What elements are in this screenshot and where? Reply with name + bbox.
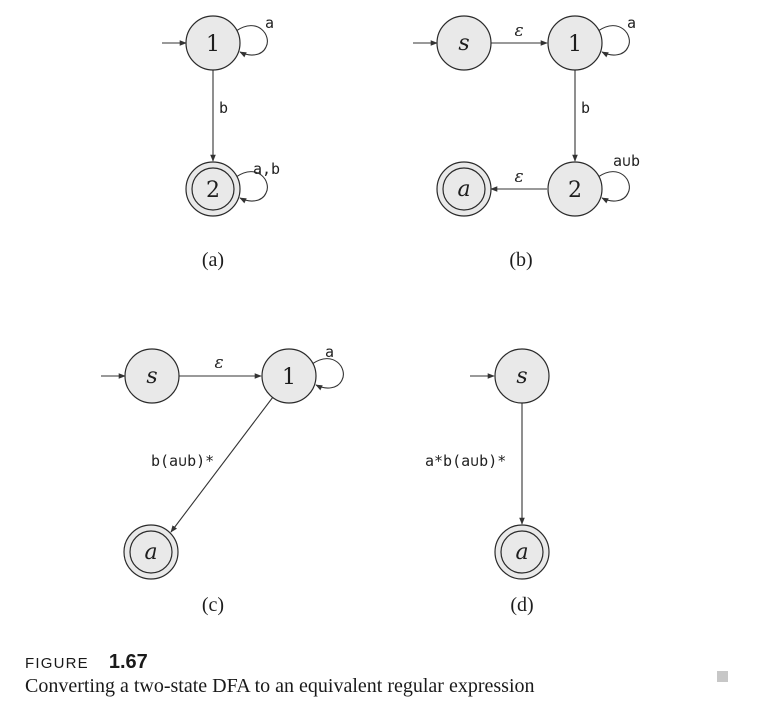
state-s xyxy=(494,348,550,404)
state-s xyxy=(436,15,492,71)
sublabel-b: (b) xyxy=(509,249,532,271)
loop-label-1: a xyxy=(265,14,274,32)
state-2-accept xyxy=(185,161,241,217)
state-a-accept xyxy=(436,161,492,217)
self-loop-1 xyxy=(235,25,268,58)
figure-description: Converting a two-state DFA to an equival… xyxy=(25,675,535,697)
state-s-label: s xyxy=(458,31,469,56)
figure-caption: FIGURE 1.67 Converting a two-state DFA t… xyxy=(25,651,535,698)
state-2 xyxy=(547,161,603,217)
edge-label-1-2: b xyxy=(219,99,228,117)
panel-d: s a a*b(a∪b)* (d) xyxy=(425,348,550,616)
state-1-label: 1 xyxy=(282,365,296,390)
end-of-figure-mark xyxy=(717,671,728,682)
loop-label-1: a xyxy=(325,343,334,361)
sublabel-c: (c) xyxy=(202,594,224,616)
state-2-label: 2 xyxy=(568,178,582,203)
self-loop-2 xyxy=(235,171,268,204)
state-a-accept xyxy=(494,524,550,580)
self-loop-1 xyxy=(311,358,344,391)
sublabel-a: (a) xyxy=(202,249,224,271)
panel-b: s 1 2 a ε a b a∪b ε (b) xyxy=(413,14,640,271)
figure-label: FIGURE xyxy=(25,655,89,672)
state-1 xyxy=(185,15,241,71)
panel-c: s 1 a ε a b(a∪b)* (c) xyxy=(101,343,344,616)
sublabel-d: (d) xyxy=(510,594,533,616)
edge-label-2-a: ε xyxy=(514,167,523,187)
loop-label-1: a xyxy=(627,14,636,32)
state-1 xyxy=(547,15,603,71)
edge-1-to-a xyxy=(170,396,274,533)
state-a-label: a xyxy=(144,540,157,565)
panel-a: 1 2 a b a,b (a) xyxy=(162,14,280,271)
edge-label-s-a: a*b(a∪b)* xyxy=(425,452,506,470)
state-a-accept xyxy=(123,524,179,580)
state-1 xyxy=(261,348,317,404)
edge-label-1-2: b xyxy=(581,99,590,117)
state-1-label: 1 xyxy=(206,32,220,57)
state-s xyxy=(124,348,180,404)
accept-ring xyxy=(500,530,544,574)
accept-ring xyxy=(191,167,235,211)
state-1-label: 1 xyxy=(568,32,582,57)
accept-ring xyxy=(442,167,486,211)
self-loop-2 xyxy=(597,171,630,204)
state-2-label: 2 xyxy=(206,178,220,203)
self-loop-1 xyxy=(597,25,630,58)
loop-label-2: a∪b xyxy=(613,152,640,170)
accept-ring xyxy=(129,530,173,574)
state-a-label: a xyxy=(515,540,528,565)
state-a-label: a xyxy=(457,177,470,202)
edge-label-s-1: ε xyxy=(214,353,223,373)
state-s-label: s xyxy=(146,364,157,389)
edge-label-s-1: ε xyxy=(514,21,523,41)
figure-number: 1.67 xyxy=(108,651,148,673)
edge-label-1-a: b(a∪b)* xyxy=(151,452,214,470)
state-s-label: s xyxy=(516,364,527,389)
loop-label-2: a,b xyxy=(253,160,280,178)
figure-heading: FIGURE 1.67 xyxy=(25,651,535,674)
